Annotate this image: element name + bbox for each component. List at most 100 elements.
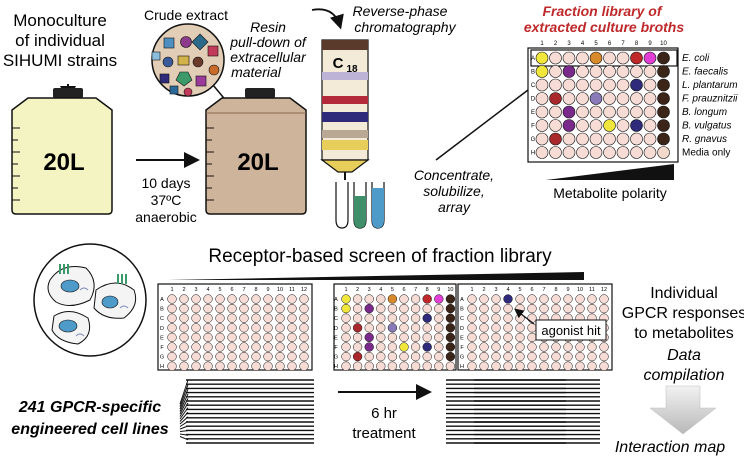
library-well bbox=[549, 146, 562, 159]
plate-well bbox=[515, 351, 525, 362]
plate-well bbox=[503, 294, 513, 304]
plate-well bbox=[341, 342, 351, 352]
plate-well bbox=[599, 294, 609, 304]
library-row-label: B bbox=[531, 70, 535, 76]
library-well bbox=[549, 78, 562, 92]
plate-well bbox=[287, 294, 297, 304]
library-well bbox=[589, 78, 603, 92]
plate-well bbox=[575, 361, 585, 371]
jug-volume-label-2: 20L bbox=[237, 149, 278, 176]
plate-well bbox=[527, 361, 537, 371]
library-well bbox=[549, 65, 562, 78]
plate-row-label: B bbox=[460, 307, 464, 313]
plate-well bbox=[434, 361, 444, 371]
plate-col-label: 1 bbox=[470, 287, 473, 293]
library-well bbox=[576, 92, 589, 105]
plate-well bbox=[399, 294, 409, 304]
plate-col-label: 5 bbox=[391, 287, 394, 293]
plate-well bbox=[503, 313, 513, 323]
test-tubes bbox=[335, 182, 385, 229]
plate-well bbox=[527, 313, 537, 323]
plate-well bbox=[563, 351, 573, 362]
plate-well bbox=[445, 294, 456, 304]
library-well bbox=[616, 105, 630, 119]
strain-label: L. plantarum bbox=[682, 80, 738, 91]
plate-well bbox=[422, 323, 432, 333]
plate-well bbox=[287, 342, 297, 352]
crude-extract-label: Crude extract bbox=[144, 7, 228, 23]
library-well bbox=[643, 132, 657, 146]
plate-well bbox=[341, 313, 351, 323]
plate-well bbox=[179, 294, 189, 304]
library-well bbox=[616, 51, 630, 65]
crude-extract-magnifier bbox=[151, 23, 229, 104]
plate-well bbox=[527, 294, 537, 304]
gpcr-line1: Individual bbox=[650, 285, 718, 302]
plate-well bbox=[364, 303, 374, 314]
library-well bbox=[643, 146, 657, 159]
plate-row-label: B bbox=[160, 307, 164, 313]
monoculture-title-line2: of individual bbox=[15, 31, 105, 50]
resin-line4: material bbox=[231, 64, 282, 80]
concentrate-line1: Concentrate, bbox=[414, 167, 494, 183]
library-well bbox=[549, 105, 562, 119]
plate-well bbox=[527, 323, 537, 333]
plate-well bbox=[434, 313, 444, 323]
plate-well bbox=[352, 342, 363, 352]
library-well bbox=[616, 78, 630, 92]
library-well bbox=[643, 78, 657, 92]
incubation-line2: 37ºC bbox=[151, 192, 182, 208]
resin-line3: extracellular bbox=[230, 49, 307, 65]
plate-well bbox=[299, 294, 309, 304]
plate-well bbox=[515, 342, 525, 352]
plate-well bbox=[287, 351, 297, 362]
library-well bbox=[576, 78, 589, 92]
screen-title: Receptor-based screen of fraction librar… bbox=[208, 246, 552, 267]
library-well bbox=[603, 132, 616, 146]
plate-well bbox=[299, 313, 309, 323]
plate-col-label: 1 bbox=[344, 287, 347, 293]
plate-well bbox=[445, 332, 456, 343]
plate-well bbox=[599, 361, 609, 371]
concentrate-line3: array bbox=[438, 199, 471, 215]
plate-well bbox=[467, 313, 477, 323]
plate-col-label: 7 bbox=[414, 287, 417, 293]
library-well bbox=[576, 51, 589, 65]
plate-well bbox=[275, 351, 285, 362]
strain-label: E. coli bbox=[682, 53, 710, 64]
library-well bbox=[643, 51, 657, 65]
library-row-label: A bbox=[531, 56, 535, 62]
library-well bbox=[535, 78, 549, 92]
library-well bbox=[589, 119, 603, 132]
plate-well bbox=[263, 342, 273, 352]
resin-line1: Resin bbox=[250, 19, 286, 35]
plate-well bbox=[179, 351, 189, 362]
library-col-label: 8 bbox=[635, 41, 639, 47]
strain-label: B. longum bbox=[682, 107, 727, 118]
plate-well bbox=[491, 313, 501, 323]
library-well bbox=[576, 105, 589, 119]
library-well bbox=[616, 65, 630, 78]
library-well bbox=[535, 132, 549, 146]
library-well bbox=[630, 146, 643, 159]
plate-well bbox=[364, 294, 374, 304]
plate-col-label: 1 bbox=[170, 287, 173, 293]
plate-row-label: H bbox=[160, 364, 164, 370]
plate-row-label: H bbox=[334, 364, 338, 370]
plate-well bbox=[479, 303, 489, 314]
plate-well bbox=[352, 303, 363, 314]
plate-well bbox=[551, 361, 561, 371]
library-well bbox=[630, 132, 643, 146]
plate-well bbox=[376, 332, 386, 343]
plate-well bbox=[479, 342, 489, 352]
interaction-map-label: Interaction map bbox=[615, 439, 725, 456]
plate-well bbox=[227, 332, 237, 343]
plate-well bbox=[539, 351, 549, 362]
plate-well bbox=[167, 323, 177, 333]
plate-well bbox=[287, 361, 297, 371]
plate-well bbox=[341, 294, 351, 304]
strain-label: B. vulgatus bbox=[682, 121, 731, 132]
library-well bbox=[589, 51, 603, 65]
